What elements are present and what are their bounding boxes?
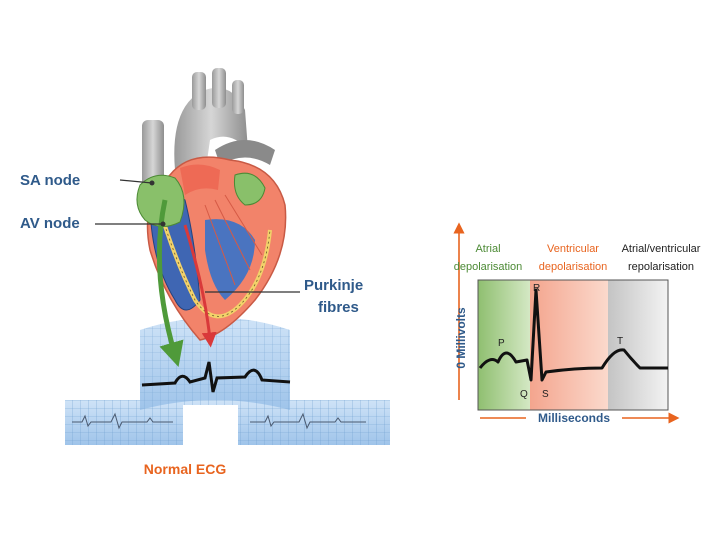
- ecg-paper-strip: [65, 400, 390, 450]
- atrial-phase-line2: depolarisation: [454, 261, 523, 273]
- repolarisation-band: [608, 280, 668, 410]
- normal-ecg-label: Normal ECG: [144, 461, 227, 477]
- ventricular-band: [530, 280, 608, 410]
- heart-illustration: [65, 68, 390, 450]
- ecg-phase-chart: P R Q S T 0 Millivolts Milliseconds Atri…: [453, 222, 701, 425]
- green-conduction-arrow: [156, 199, 184, 367]
- x-axis-label: Milliseconds: [538, 411, 610, 425]
- atrial-band: [478, 280, 530, 410]
- q-wave-label: Q: [520, 389, 528, 400]
- repol-phase-line2: repolarisation: [628, 261, 694, 273]
- t-wave-label: T: [617, 336, 623, 347]
- repol-phase-line1: Atrial/ventricular: [622, 243, 701, 255]
- ecg-trace: [478, 288, 668, 382]
- p-wave-label: P: [498, 338, 505, 349]
- sa-node-label: SA node: [20, 172, 80, 189]
- great-vessels: [142, 68, 275, 190]
- y-axis-label: 0 Millivolts: [454, 307, 468, 369]
- av-node-label: AV node: [20, 215, 80, 232]
- atrial-phase-line1: Atrial: [475, 243, 500, 255]
- ventricular-phase-line1: Ventricular: [547, 243, 599, 255]
- purkinje-label-line1: Purkinje: [304, 277, 363, 294]
- s-wave-label: S: [542, 389, 549, 400]
- ventricular-phase-line2: depolarisation: [539, 261, 608, 273]
- r-wave-label: R: [533, 283, 540, 294]
- red-conduction-arrow: [183, 224, 217, 348]
- purkinje-label-line2: fibres: [318, 299, 359, 316]
- sa-node-leader: [119, 179, 153, 184]
